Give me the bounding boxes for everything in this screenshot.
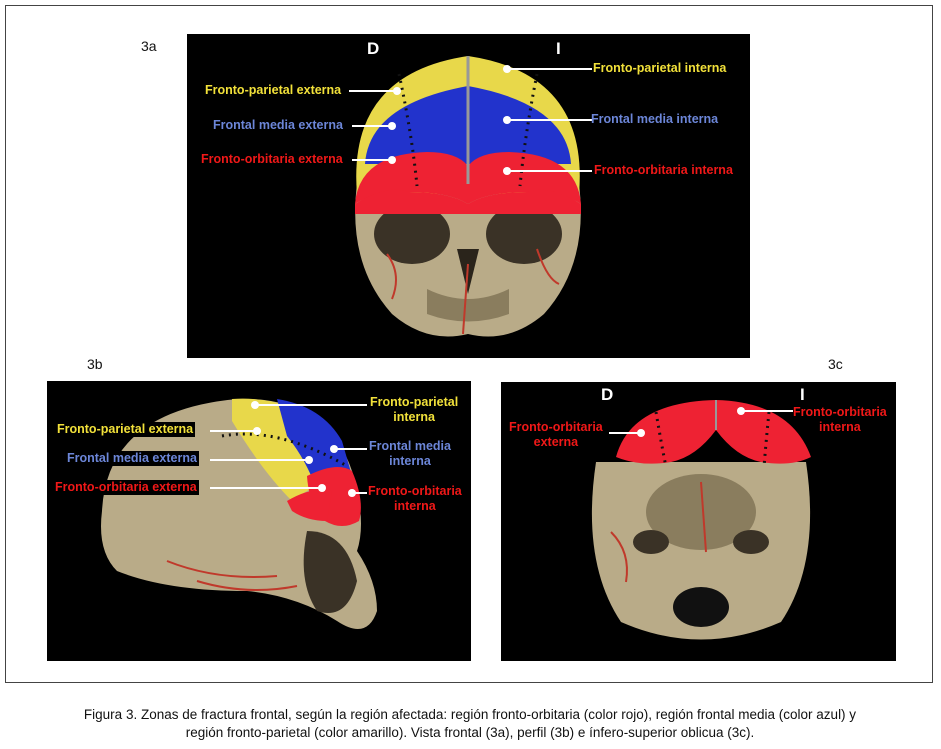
label-line: externa [533,435,579,449]
label-frontal-media-externa: Frontal media externa [65,451,199,466]
label-frontal-media-externa: Frontal media externa [213,118,343,132]
caption-line-1: Figura 3. Zonas de fractura frontal, seg… [83,707,857,722]
panel-tag-3b: 3b [87,356,103,372]
photo-3b-profile-view: Fronto-parietal externa Frontal media ex… [47,381,471,661]
figure-caption: Figura 3. Zonas de fractura frontal, seg… [20,706,920,742]
photo-3c-infero-superior-view: D I Fronto-orbitaria externa Fronto-orbi… [501,382,896,661]
label-line: Fronto-orbitaria [509,420,603,434]
label-line: Fronto-orbitaria [368,484,462,498]
side-label-d: D [601,385,614,404]
figure-frame [5,5,933,683]
label-line: Fronto-parietal [370,395,459,409]
side-label-d: D [367,39,380,58]
panel-tag-3c: 3c [828,356,843,372]
caption-line-2: región fronto-parietal (color amarillo).… [185,725,755,740]
label-line: interna [389,454,431,468]
label-fronto-orbitaria-externa: Fronto-orbitaria externa [509,420,603,450]
label-fronto-parietal-interna: Fronto-parietal interna [370,395,458,425]
side-label-i: I [800,385,805,404]
label-line: interna [393,410,435,424]
label-line: Frontal media [369,439,451,453]
side-label-i: I [556,39,561,58]
label-fronto-orbitaria-externa: Fronto-orbitaria externa [53,480,199,495]
label-line: interna [819,420,861,434]
panel-tag-3a: 3a [141,38,157,54]
label-fronto-parietal-interna: Fronto-parietal interna [593,61,727,75]
label-fronto-orbitaria-externa: Fronto-orbitaria externa [201,152,343,166]
label-fronto-parietal-externa: Fronto-parietal externa [205,83,342,97]
label-frontal-media-interna: Frontal media interna [591,112,719,126]
label-fronto-parietal-externa: Fronto-parietal externa [55,422,196,437]
photo-3a-frontal-view: D I Fronto-parietal externa Frontal medi… [187,34,750,358]
label-frontal-media-interna: Frontal media interna [369,439,451,469]
label-line: interna [394,499,436,513]
label-fronto-orbitaria-interna: Fronto-orbitaria interna [594,163,733,177]
label-fronto-orbitaria-interna: Fronto-orbitaria interna [368,484,462,514]
label-fronto-orbitaria-interna: Fronto-orbitaria interna [793,405,887,435]
label-line: Fronto-orbitaria [793,405,887,419]
